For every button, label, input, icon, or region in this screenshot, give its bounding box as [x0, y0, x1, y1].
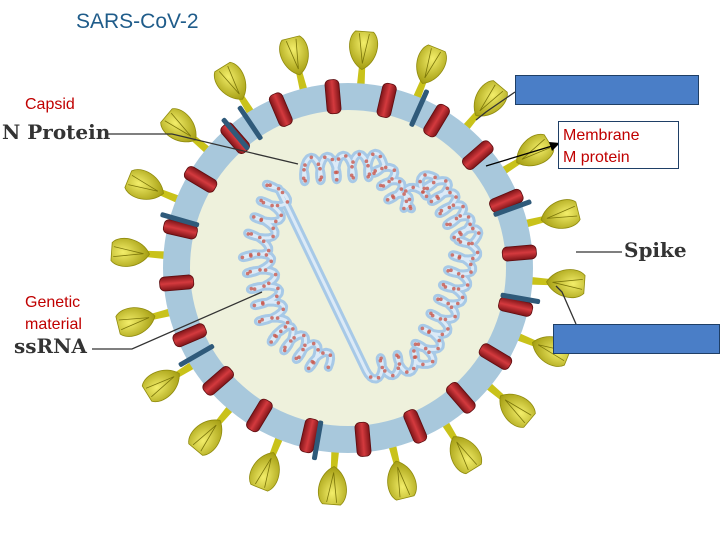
spike-protein — [526, 269, 586, 299]
membrane-arrow — [485, 145, 553, 167]
genetic-label: Genetic — [25, 294, 81, 311]
rna-coil-core — [240, 151, 481, 381]
top-box-leader — [475, 91, 516, 121]
envelope-proteins — [160, 89, 541, 461]
membrane-label: Membrane — [563, 127, 640, 144]
spike-protein — [349, 30, 379, 90]
membrane-label-box: Membrane M protein — [558, 121, 679, 169]
spike-label: Spike — [624, 238, 687, 262]
rna-nucleotides — [240, 152, 481, 380]
spike-protein — [317, 446, 347, 506]
membrane-arrowhead — [549, 142, 560, 151]
e-protein — [493, 199, 532, 217]
m-protein — [246, 398, 273, 433]
m-protein — [501, 244, 537, 262]
m-protein — [478, 343, 513, 370]
m-protein — [183, 166, 218, 193]
bottom-box-leader — [555, 285, 577, 325]
n-protein-label: N Protein — [2, 120, 111, 144]
ssrna-label: ssRNA — [14, 334, 87, 358]
blank-label-box-bottom — [553, 324, 720, 354]
ssrna-leader — [92, 291, 263, 350]
spike-protein — [459, 80, 508, 134]
m-protein — [423, 103, 450, 138]
m-protein — [403, 409, 428, 444]
blank-label-box-top — [515, 75, 699, 105]
e-protein — [160, 212, 200, 228]
m-protein — [376, 82, 397, 118]
m-protein — [446, 382, 476, 414]
e-protein — [221, 117, 250, 151]
spike-proteins — [110, 30, 586, 506]
m-protein — [159, 274, 195, 292]
capsid-label: Capsid — [25, 96, 75, 113]
e-protein — [409, 89, 429, 127]
page-title: SARS-CoV-2 — [76, 10, 199, 33]
m-protein — [324, 79, 342, 115]
m-protein — [354, 421, 372, 457]
membrane-proteins — [159, 79, 537, 457]
material-label: material — [25, 316, 82, 333]
n-protein-leader — [108, 133, 299, 165]
e-protein — [178, 344, 215, 367]
m-protein — [268, 92, 293, 127]
e-protein — [237, 105, 263, 141]
m-protein-label: M protein — [563, 149, 630, 166]
spike-protein — [110, 237, 170, 267]
m-protein — [462, 140, 494, 170]
e-protein — [311, 420, 324, 461]
m-protein — [202, 366, 234, 396]
m-protein — [172, 323, 207, 348]
e-protein — [500, 292, 541, 305]
